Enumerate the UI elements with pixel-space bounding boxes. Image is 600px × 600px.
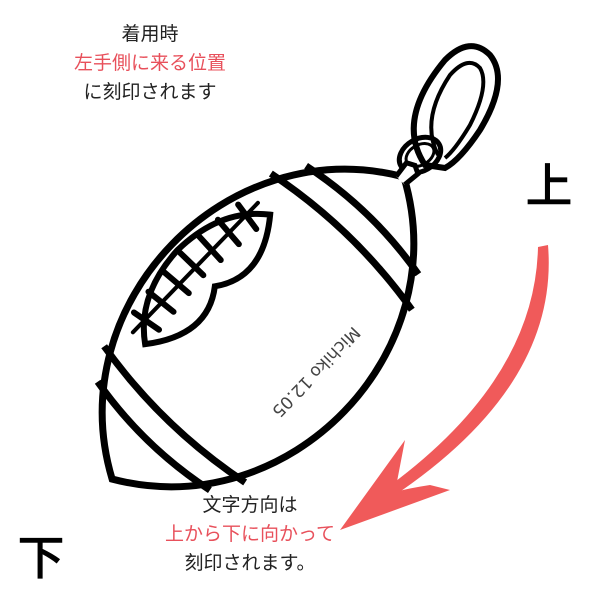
bottom-note-line2: 上から下に向かって [164,523,336,545]
top-note-line3: に刻印されます [83,81,217,103]
top-note-line2: 左手側に来る位置 [73,52,226,74]
bottom-note-line3: 刻印されます。 [184,552,316,574]
direction-arrow-icon [340,245,549,530]
bail [396,43,501,176]
up-label: 上 [526,159,572,213]
down-label: 下 [18,531,64,585]
top-note: 着用時 左手側に来る位置 に刻印されます [0,20,300,107]
bottom-note: 文字方向は 上から下に向かって 刻印されます。 [120,491,380,578]
football [94,159,422,494]
bottom-note-line1: 文字方向は [202,494,298,516]
top-note-line1: 着用時 [121,23,179,45]
laces [130,200,260,335]
